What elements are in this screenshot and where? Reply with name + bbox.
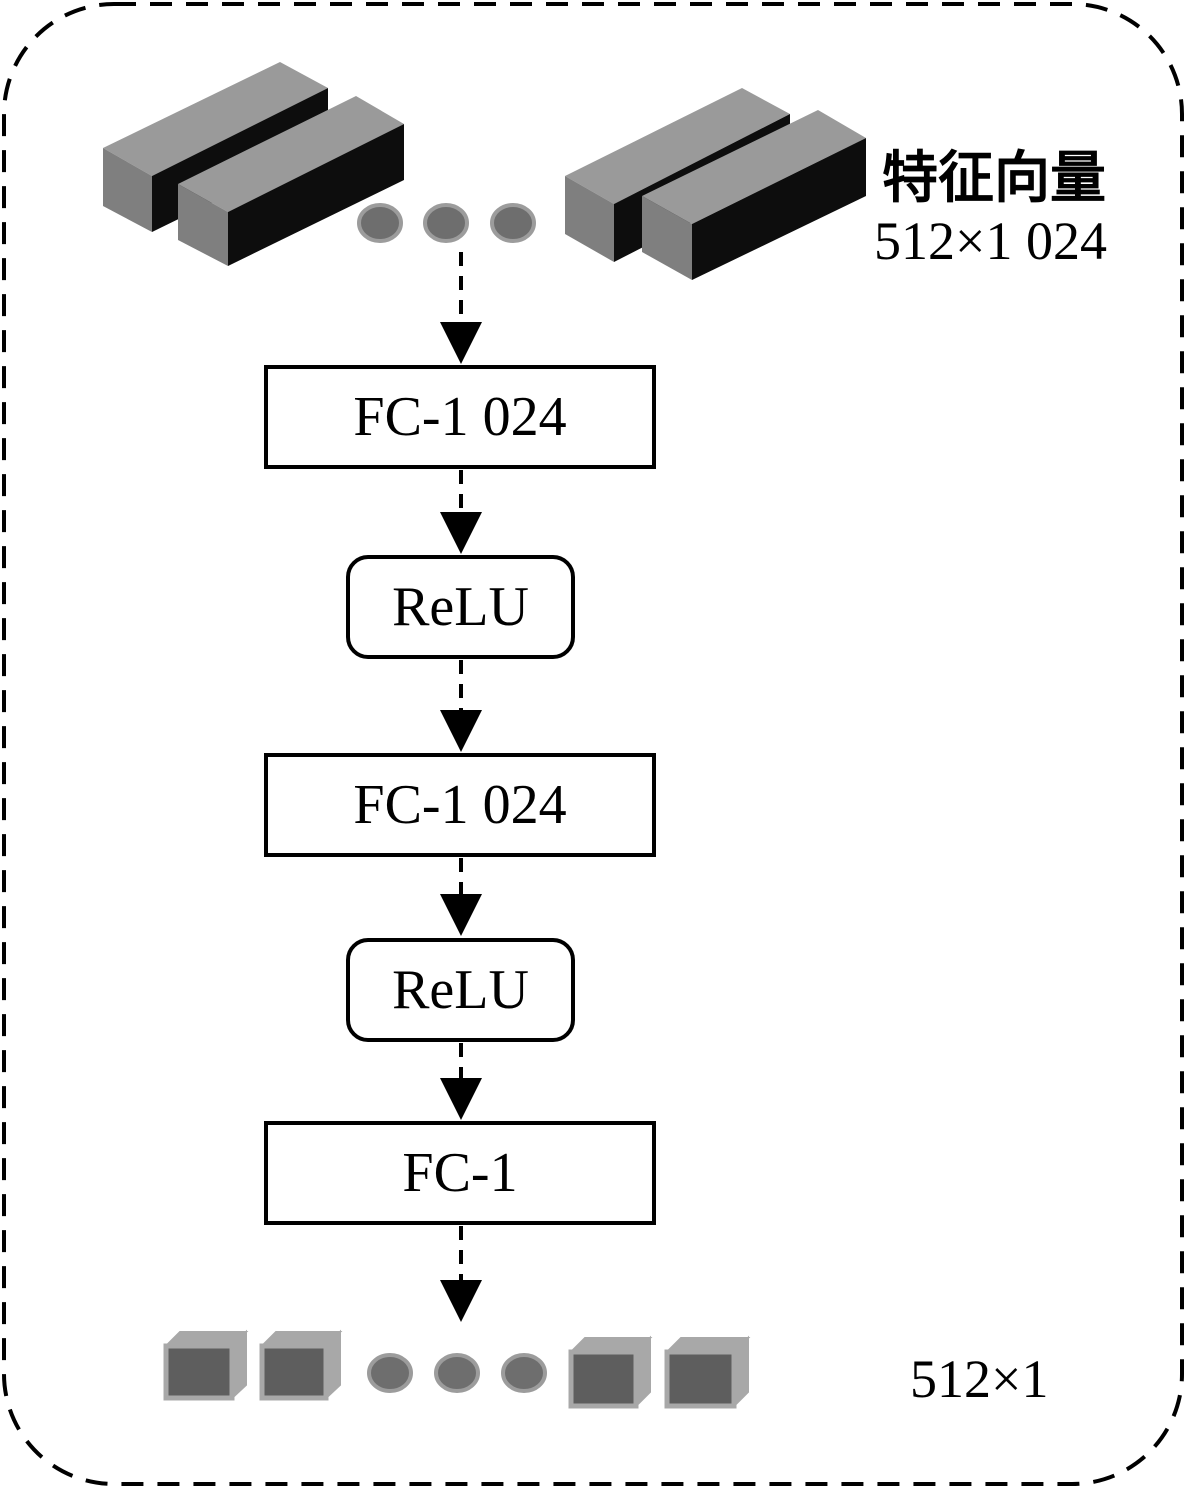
ellipsis-dot	[357, 203, 403, 243]
arrow-fc2-to-relu2	[440, 858, 482, 936]
output-cube	[163, 1329, 249, 1401]
feature-blocks-left	[103, 62, 404, 266]
node-label-relu2: ReLU	[392, 959, 529, 1021]
feature-block	[178, 96, 404, 266]
ellipsis-dot	[490, 203, 536, 243]
ellipsis-dot	[423, 203, 469, 243]
output-cubes-left	[163, 1329, 343, 1401]
arrow-fc3-to-output	[440, 1226, 482, 1322]
output-cube	[664, 1335, 751, 1409]
arrow-fc1-to-relu1	[440, 470, 482, 554]
arrow-relu2-to-fc3	[440, 1043, 482, 1120]
features-dims: 512×1 024	[874, 211, 1107, 271]
node-box-fc2	[264, 753, 656, 857]
ellipsis-dots-bottom	[367, 1353, 547, 1393]
ellipsis-dot	[367, 1353, 413, 1393]
node-label-fc2: FC-1 024	[353, 774, 567, 836]
node-label-fc1: FC-1 024	[353, 386, 567, 448]
arrow-relu1-to-fc2	[440, 660, 482, 752]
output-dims: 512×1	[910, 1349, 1049, 1409]
feature-blocks-right	[565, 88, 866, 280]
ellipsis-dot	[434, 1353, 480, 1393]
node-label-relu1: ReLU	[392, 576, 529, 638]
arrow-features-to-fc1	[440, 252, 482, 364]
node-box-fc1	[264, 365, 656, 469]
node-box-relu2	[346, 938, 575, 1042]
ellipsis-dots-top	[357, 203, 536, 243]
output-cube	[259, 1329, 343, 1401]
feature-block	[642, 110, 866, 280]
node-box-relu1	[346, 555, 575, 659]
features-title: 特征向量	[882, 145, 1106, 211]
ellipsis-dot	[501, 1353, 547, 1393]
node-box-fc3	[264, 1121, 656, 1225]
output-cube	[568, 1335, 653, 1409]
output-cubes-right	[568, 1335, 751, 1409]
node-label-fc3: FC-1	[402, 1142, 518, 1204]
flow-arrows	[440, 252, 482, 1322]
